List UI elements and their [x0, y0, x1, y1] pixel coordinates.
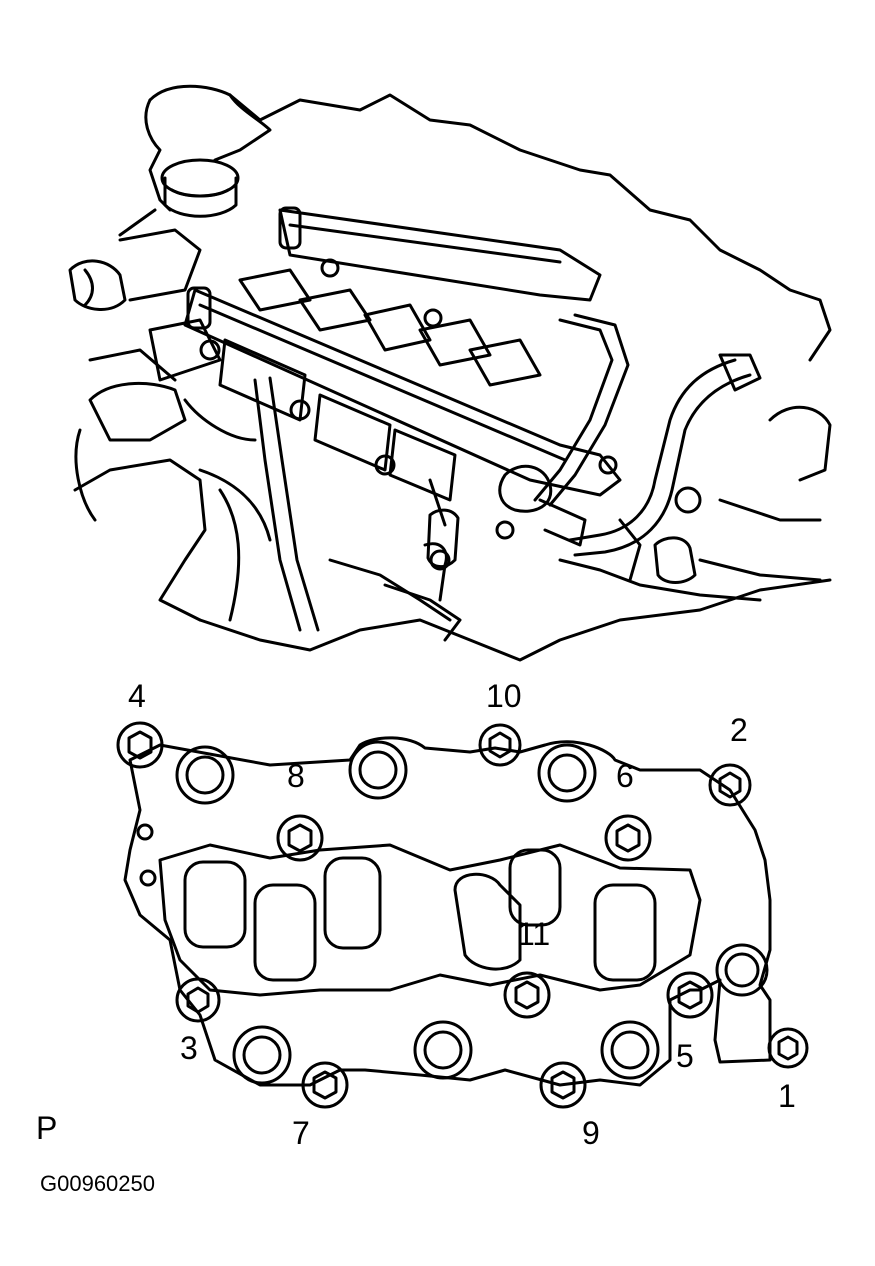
bolt-2 [708, 763, 752, 807]
bolt-10 [478, 723, 522, 767]
bolt-label-6: 6 [616, 758, 634, 794]
bolt-5 [666, 971, 714, 1019]
bolt-9 [539, 1061, 587, 1109]
bolt-7 [301, 1061, 349, 1109]
bolt-11 [503, 971, 551, 1019]
bolt-label-1: 1 [778, 1078, 796, 1114]
bolt-label-10: 10 [486, 678, 522, 714]
bolt-heads [116, 721, 809, 1109]
bolt-label-8: 8 [287, 758, 305, 794]
bolt-label-11: 11 [517, 916, 551, 952]
bolt-1 [767, 1027, 809, 1069]
figure-code: G00960250 [40, 1171, 155, 1196]
engine-assembly-drawing [68, 84, 832, 662]
bolt-label-9: 9 [582, 1115, 600, 1151]
bolt-6 [604, 814, 652, 862]
bolt-label-3: 3 [180, 1030, 198, 1066]
bolt-4 [116, 721, 164, 769]
bolt-label-5: 5 [676, 1038, 694, 1074]
bolt-8 [276, 814, 324, 862]
manifold-gasket-outline [123, 736, 772, 1087]
bolt-label-7: 7 [292, 1115, 310, 1151]
bolt-label-2: 2 [730, 712, 748, 748]
bolt-3 [175, 977, 221, 1023]
bolt-label-4: 4 [128, 678, 146, 714]
view-letter: P [36, 1110, 58, 1146]
